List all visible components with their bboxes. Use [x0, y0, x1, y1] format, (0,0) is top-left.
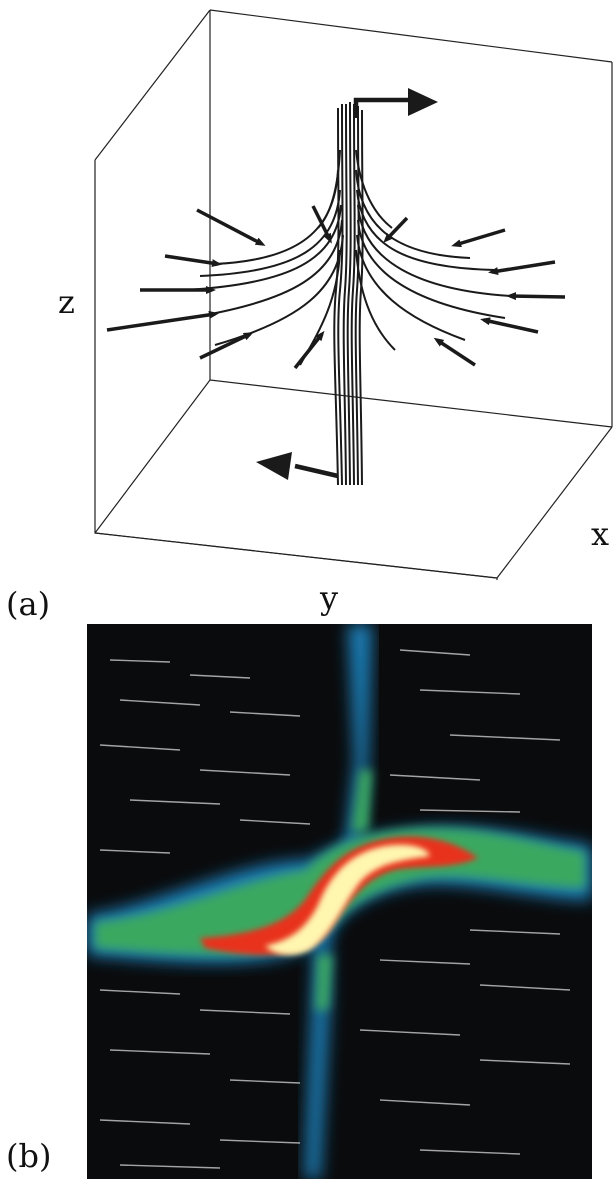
horizontal-band-outer: [87, 827, 592, 963]
core-highlight: [265, 844, 430, 955]
bounding-box: [94, 9, 613, 580]
panel-a-label: (a): [6, 585, 51, 623]
z-axis-label: z: [58, 283, 75, 321]
panel-b-label: (b): [6, 1137, 52, 1175]
horizontal-band-inner: [200, 836, 478, 955]
y-axis-label: y: [320, 579, 339, 617]
outflow-arrows: [256, 88, 438, 480]
vertical-field-bundle: [184, 101, 511, 486]
vertical-band: [305, 624, 372, 1179]
image-background: [87, 624, 592, 1179]
radial-inflow-arrows: [106, 205, 566, 370]
horizontal-band-mid: [95, 770, 585, 1010]
x-axis-label: x: [591, 515, 610, 553]
panel-a-3d-flow-diagram: [94, 9, 613, 580]
flow-streaks: [99, 649, 571, 1169]
